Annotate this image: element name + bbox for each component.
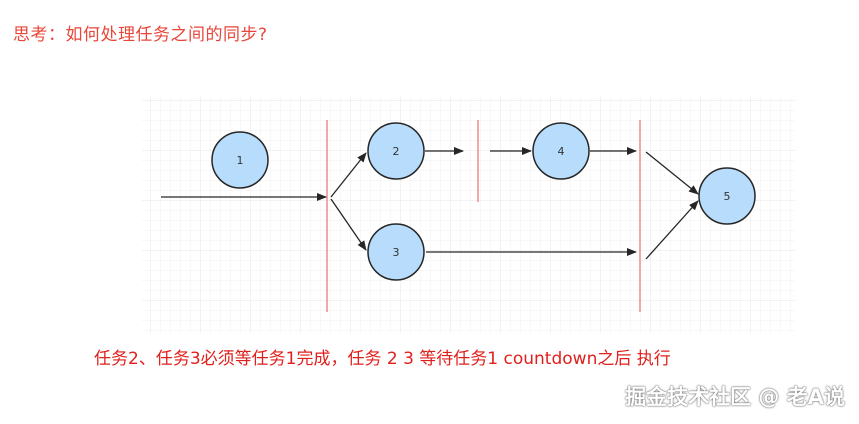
- node-label: 2: [393, 145, 400, 158]
- node-2: 2: [367, 122, 425, 180]
- node-label: 1: [237, 154, 244, 167]
- arrow-upper-to-5: [645, 151, 699, 195]
- node-label: 4: [558, 145, 565, 158]
- node-4: 4: [532, 122, 590, 180]
- page-title: 思考：如何处理任务之间的同步?: [13, 25, 268, 45]
- diagram-caption: 任务2、任务3必须等任务1完成，任务 2 3 等待任务1 countdown之后…: [94, 349, 671, 369]
- node-label: 3: [393, 246, 400, 259]
- node-label: 5: [724, 190, 731, 203]
- arrow-barrier-to-2: [330, 152, 367, 198]
- node-5: 5: [698, 167, 756, 225]
- arrow-lower-to-5: [645, 200, 699, 260]
- node-1: 1: [211, 131, 269, 189]
- arrow-barrier-to-3: [330, 198, 367, 251]
- node-3: 3: [367, 223, 425, 281]
- watermark: 掘金技术社区 @ 老A说: [625, 385, 845, 409]
